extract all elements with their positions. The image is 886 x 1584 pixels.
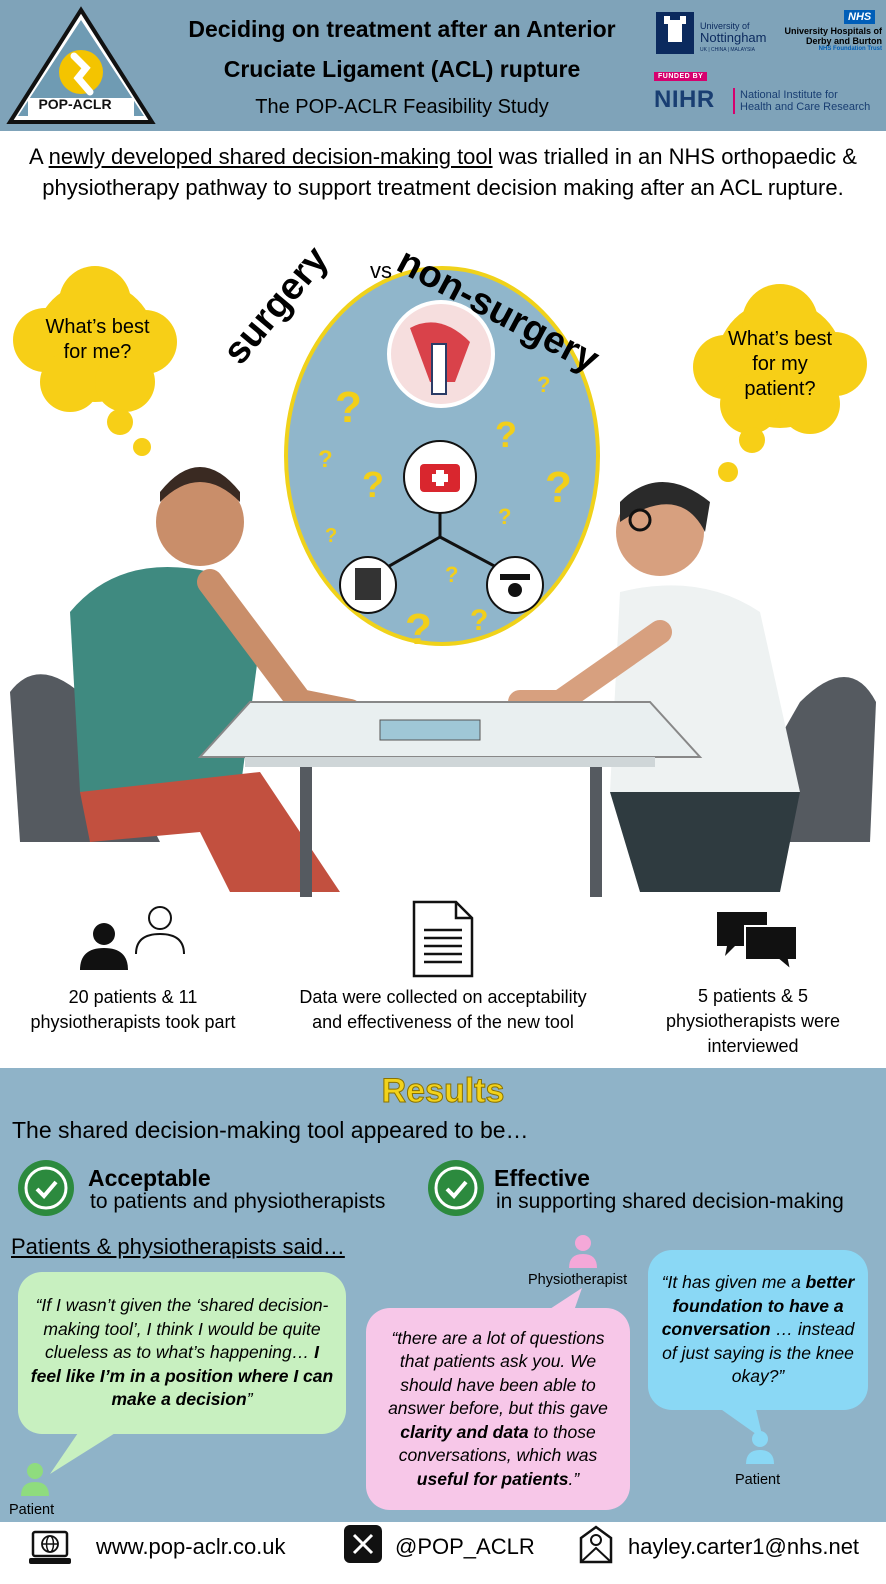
consultation-illustration: ? ? ? ? ? ? ? ? ? ? ? bbox=[10, 266, 876, 897]
patient-thought-text: What’s best for me? bbox=[45, 316, 150, 363]
nihr-name: National Institute for Health and Care R… bbox=[740, 89, 871, 113]
arc-label-vs: vs bbox=[370, 258, 392, 283]
twitter-handle[interactable]: @POP_ACLR bbox=[395, 1534, 535, 1559]
svg-text:?: ? bbox=[537, 372, 550, 397]
chat-icon bbox=[717, 912, 798, 970]
footer bbox=[0, 1522, 886, 1584]
clinician-thought-bubble bbox=[693, 284, 867, 482]
quote-tail bbox=[715, 1405, 763, 1439]
svg-text:?: ? bbox=[545, 463, 572, 512]
intro-text: A newly developed shared decision-making… bbox=[29, 144, 857, 200]
check-icon bbox=[428, 1160, 484, 1216]
svg-text:?: ? bbox=[470, 604, 488, 637]
website-link[interactable]: www.pop-aclr.co.uk bbox=[96, 1534, 286, 1559]
stat-interviews: 5 patients & 5 physiotherapists were int… bbox=[665, 986, 841, 1056]
nihr-logo: NIHR bbox=[654, 86, 715, 113]
page-subtitle: The POP-ACLR Feasibility Study bbox=[255, 96, 549, 118]
logo-text: POP-ACLR bbox=[38, 96, 112, 112]
person-icon bbox=[569, 1235, 597, 1268]
acceptable-heading: Acceptable bbox=[88, 1165, 211, 1191]
laptop-globe-icon bbox=[29, 1530, 71, 1564]
uhdb-subtitle: NHS Foundation Trust bbox=[818, 46, 882, 52]
svg-text:?: ? bbox=[405, 605, 432, 654]
pop-aclr-logo bbox=[6, 6, 156, 124]
nihr-divider bbox=[733, 88, 735, 114]
email-address[interactable]: hayley.carter1@nhs.net bbox=[628, 1534, 860, 1559]
svg-text:?: ? bbox=[362, 464, 384, 505]
funded-by-label: FUNDED BY bbox=[654, 72, 708, 81]
check-icon bbox=[18, 1160, 74, 1216]
svg-text:?: ? bbox=[498, 504, 511, 529]
nhs-badge: NHS bbox=[844, 10, 876, 24]
x-twitter-icon bbox=[344, 1525, 382, 1563]
intro-underlined: newly developed shared decision-making t… bbox=[48, 144, 493, 169]
effective-heading: Effective bbox=[494, 1165, 590, 1191]
patient-quote-2: “It has given me a better foundation to … bbox=[648, 1250, 868, 1410]
stat-data-collected: Data were collected on acceptability and… bbox=[299, 987, 587, 1032]
header-banner bbox=[0, 0, 886, 131]
email-icon bbox=[579, 1525, 613, 1564]
person-icon bbox=[21, 1463, 49, 1496]
results-intro: The shared decision-making tool appeared… bbox=[12, 1117, 529, 1143]
uon-logo-text: University of Nottingham UK | CHINA | MA… bbox=[700, 21, 767, 53]
page-title-line2: Cruciate Ligament (ACL) rupture bbox=[223, 56, 581, 82]
page-title-line1: Deciding on treatment after an Anterior bbox=[188, 16, 616, 42]
document-icon bbox=[412, 900, 474, 978]
people-icon bbox=[80, 906, 185, 970]
quote-3-label: Patient bbox=[735, 1472, 781, 1488]
uhdb-name: University Hospitals of Derby and Burton bbox=[784, 26, 882, 46]
quotes-heading: Patients & physiotherapists said… bbox=[11, 1234, 345, 1259]
stat-participants: 20 patients & 11 physiotherapists took p… bbox=[30, 987, 236, 1032]
results-title: Results bbox=[381, 1072, 505, 1111]
university-crest-icon bbox=[656, 12, 694, 54]
patient-thought-bubble bbox=[13, 266, 177, 456]
svg-text:?: ? bbox=[318, 446, 333, 473]
svg-text:?: ? bbox=[495, 414, 517, 455]
svg-text:?: ? bbox=[335, 383, 362, 432]
clinician-thought-text: What’s best for my patient? bbox=[727, 327, 833, 400]
acceptable-subtext: to patients and physiotherapists bbox=[90, 1190, 386, 1213]
patient-quote-1: “If I wasn’t given the ‘shared decision-… bbox=[18, 1272, 346, 1434]
svg-text:?: ? bbox=[445, 562, 458, 587]
quote-tail bbox=[50, 1430, 120, 1474]
quote-2-label: Physiotherapist bbox=[528, 1272, 628, 1288]
physio-quote: “there are a lot of questions that patie… bbox=[366, 1308, 630, 1510]
quote-1-label: Patient bbox=[9, 1502, 55, 1518]
effective-subtext: in supporting shared decision-making bbox=[496, 1190, 844, 1213]
svg-text:?: ? bbox=[325, 525, 337, 547]
person-icon bbox=[746, 1431, 774, 1464]
